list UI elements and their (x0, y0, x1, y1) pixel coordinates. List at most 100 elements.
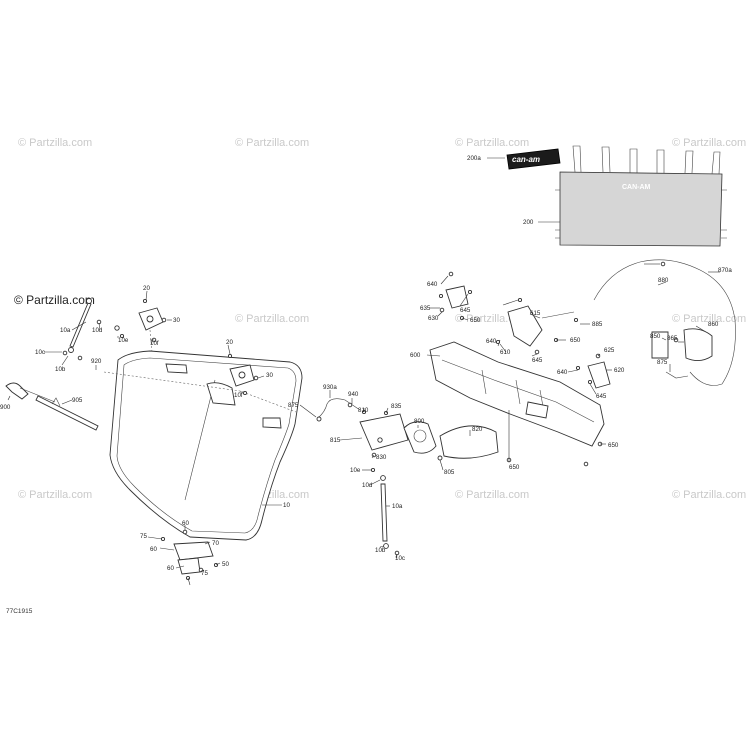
wiper-blade (35, 395, 99, 431)
callout: 905 (72, 397, 83, 404)
watermark: © Partzilla.com (672, 313, 746, 325)
windshield-center-bracket (206, 382, 236, 406)
upper-hinge-right (227, 353, 259, 396)
net-logo: CAN-AM (622, 184, 651, 191)
callout: 940 (348, 391, 359, 398)
callout: 635 (420, 305, 431, 312)
wiper-motor-cap (5, 382, 29, 400)
callout: 640 (557, 369, 568, 376)
bracket-plate (445, 285, 469, 309)
latch-plate (173, 541, 214, 561)
callout: 10b (55, 366, 66, 373)
callout: 645 (532, 357, 543, 364)
watermark: © Partzilla.com (18, 489, 92, 501)
callout: 10a (60, 327, 71, 334)
callout: 810 (358, 407, 369, 414)
callout: 10c (35, 349, 45, 356)
watermark: © Partzilla.com (455, 489, 529, 501)
leader-lines (7, 157, 720, 586)
callout: 50 (222, 561, 229, 568)
dash-outline (429, 341, 605, 447)
wiper-motor-assembly (359, 409, 499, 461)
callout: 805 (444, 469, 455, 476)
wiper-motor (403, 421, 437, 454)
callout: 10c (395, 555, 405, 562)
wiper-blade-clip (51, 397, 61, 407)
callout: 880 (658, 277, 669, 284)
callout: 650 (570, 337, 581, 344)
callout: 30 (266, 372, 273, 379)
watermark: © Partzilla.com (18, 137, 92, 149)
callout: 885 (592, 321, 603, 328)
callout: 920 (91, 358, 102, 365)
callout: 640 (486, 338, 497, 345)
windshield-clip-left (165, 363, 188, 374)
callout: 20 (143, 285, 150, 292)
watermark-primary: © Partzilla.com (14, 293, 95, 307)
washer-reservoir (683, 328, 713, 361)
callout: 630 (428, 315, 439, 322)
wiper-arm (19, 387, 56, 403)
callout: 60 (167, 565, 174, 572)
dash-panel (429, 341, 605, 447)
callout: 835 (391, 403, 402, 410)
callout: 60 (150, 546, 157, 553)
callout: 860 (708, 321, 719, 328)
callout: 200a (467, 155, 481, 162)
callout: 645 (596, 393, 607, 400)
windshield-clip-right (262, 417, 282, 429)
callout: 815 (330, 437, 341, 444)
callout: 875 (657, 359, 668, 366)
strut-rod (380, 483, 388, 542)
bracket-plate (587, 361, 611, 389)
callout: 650 (470, 317, 481, 324)
motor-bracket (359, 413, 409, 451)
callout: 645 (460, 307, 471, 314)
callout: 75 (140, 533, 147, 540)
washer-tube (316, 398, 361, 422)
callout: 10e (350, 467, 361, 474)
callout: 850 (650, 333, 661, 340)
reservoir-bracket (651, 331, 669, 359)
callout: 650 (509, 464, 520, 471)
callout: 640 (427, 281, 438, 288)
callout: 610 (500, 349, 511, 356)
washer-hose (317, 398, 361, 419)
net-panel (559, 171, 723, 247)
callout: 625 (604, 347, 615, 354)
callout: 200 (523, 219, 534, 226)
callout: 10d (92, 327, 103, 334)
washer-reservoir-assembly (593, 259, 736, 386)
windshield-seam (184, 379, 216, 501)
callout: 930a (323, 384, 337, 391)
diagram-code: 77C1915 (6, 608, 33, 615)
right-gas-strut (370, 467, 400, 556)
watermark: © Partzilla.com (235, 137, 309, 149)
callout: 10a (392, 503, 403, 510)
callout: 650 (608, 442, 619, 449)
callout: 600 (410, 352, 421, 359)
callout: 830 (376, 454, 387, 461)
upper-hinge-left (114, 298, 167, 343)
windshield-panel (109, 350, 303, 541)
callout: 10f (150, 340, 159, 347)
callout: 870a (718, 267, 732, 274)
windshield-outline (109, 350, 303, 541)
can-am-decal (506, 148, 561, 170)
rear-net: CAN-AM can-am (506, 145, 727, 247)
watermark: © Partzilla.com (672, 489, 746, 501)
callout: 620 (614, 367, 625, 374)
watermark: © Partzilla.com (672, 137, 746, 149)
callout: 10f (234, 392, 243, 399)
bracket-plate (507, 305, 543, 347)
callout: 10 (283, 502, 290, 509)
callout: 865 (667, 335, 678, 342)
callout: 10e (118, 337, 129, 344)
watermark: © Partzilla.com (235, 313, 309, 325)
decal-brand-text: can-am (512, 155, 540, 164)
callout-labels: 200a 200 880 870a 860 865 850 875 640 63… (0, 155, 732, 577)
callout: 875 (288, 402, 299, 409)
callout: 20 (226, 339, 233, 346)
